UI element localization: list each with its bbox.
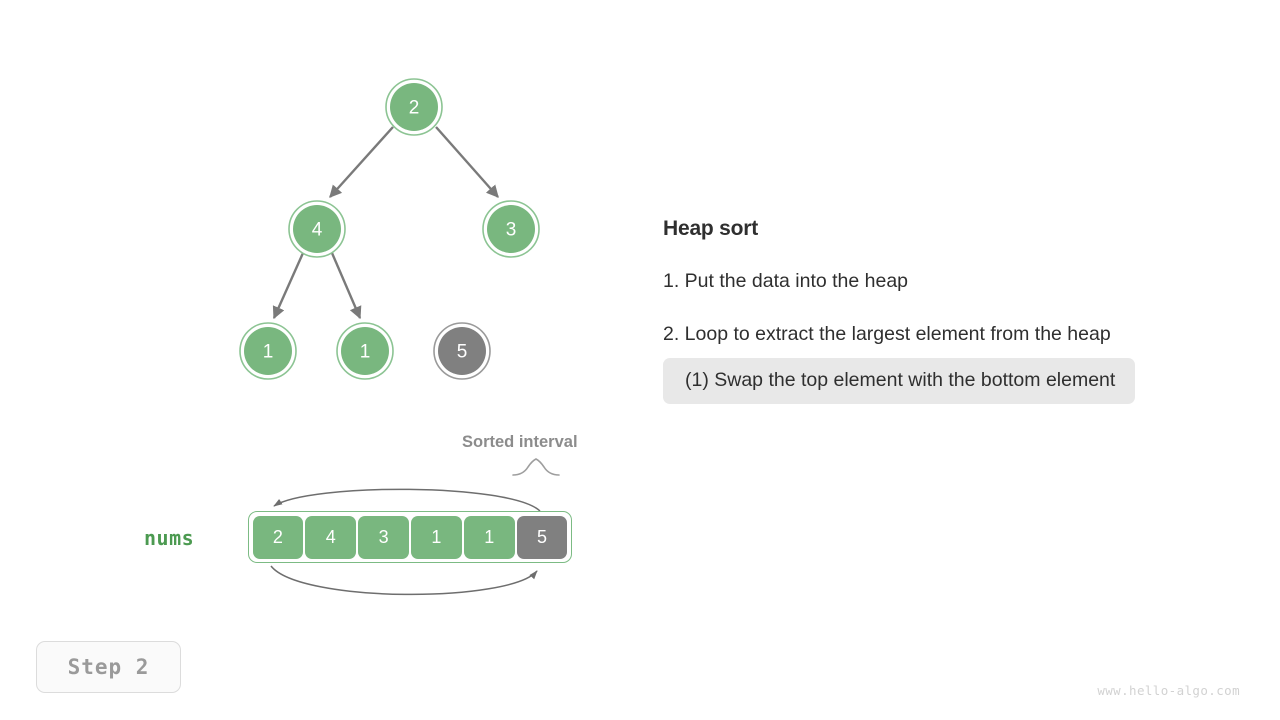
info-panel: Heap sort 1. Put the data into the heap … [663, 216, 1263, 405]
sorted-interval-brace [512, 458, 560, 476]
array-visualization: Sorted interval nums 2 4 3 1 1 5 [130, 425, 650, 610]
swap-arrow-bottom [270, 565, 538, 596]
tree-node-sorted[interactable]: 5 [433, 322, 491, 380]
step-badge: Step 2 [36, 641, 181, 693]
array-annotations [270, 458, 560, 596]
tree-node-label: 5 [457, 342, 468, 363]
sorted-interval-label: Sorted interval [462, 433, 578, 451]
tree-node[interactable]: 3 [482, 200, 540, 258]
tree-node[interactable]: 1 [239, 322, 297, 380]
page-title: Heap sort [663, 217, 759, 240]
tree-nodes: 2 4 3 1 1 5 [239, 78, 540, 380]
array-cell[interactable]: 1 [410, 515, 462, 559]
tree-edge [329, 126, 394, 198]
array-frame: 2 4 3 1 1 5 [248, 511, 572, 563]
tree-node-label: 3 [506, 220, 517, 241]
array-cell[interactable]: 2 [252, 515, 304, 559]
array-name-label: nums [144, 526, 195, 550]
tree-edges [272, 126, 499, 320]
array-cell-sorted[interactable]: 5 [516, 515, 568, 559]
tree-node-label: 1 [360, 342, 371, 363]
array-cell[interactable]: 3 [358, 515, 409, 559]
tree-node[interactable]: 4 [288, 200, 346, 258]
array-cell[interactable]: 4 [305, 515, 357, 559]
tree-node-label: 2 [409, 98, 420, 119]
tree-node-label: 1 [263, 342, 274, 363]
tree-edge [272, 252, 305, 320]
tree-edge [435, 126, 499, 198]
array-cell[interactable]: 1 [463, 515, 515, 559]
algorithm-step-1: 1. Put the data into the heap [663, 270, 909, 293]
algorithm-substep-highlight: (1) Swap the top element with the bottom… [663, 357, 1136, 405]
watermark: www.hello-algo.com [1097, 683, 1240, 698]
algorithm-step-2: 2. Loop to extract the largest element f… [663, 322, 1111, 345]
tree-edge [330, 252, 362, 320]
tree-node-label: 4 [312, 220, 323, 241]
tree-node[interactable]: 2 [385, 78, 443, 136]
tree-node[interactable]: 1 [336, 322, 394, 380]
swap-arrow-top [273, 488, 541, 512]
heap-tree-diagram: 2 4 3 1 1 5 [239, 78, 540, 380]
